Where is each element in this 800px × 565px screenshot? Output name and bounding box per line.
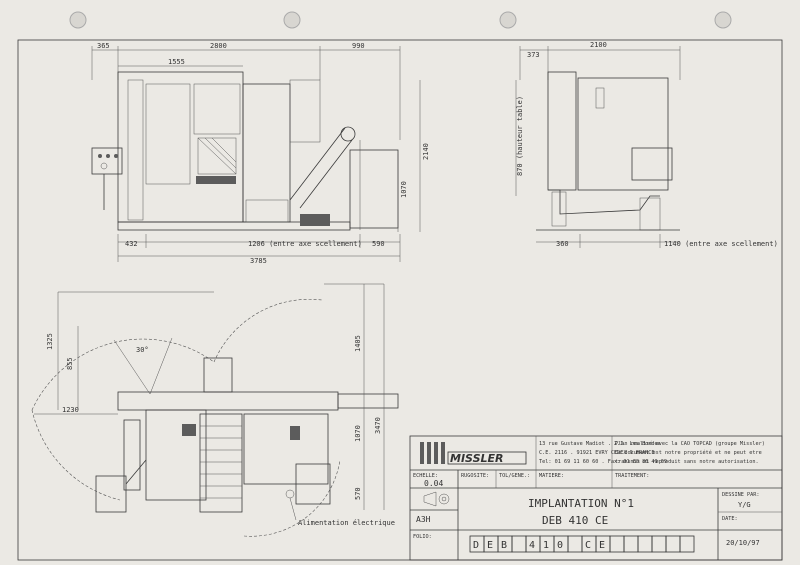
dim-front-right-2: 1070 xyxy=(400,181,408,198)
projection-symbol xyxy=(423,491,450,507)
dim-side-left-top: 373 xyxy=(527,51,540,59)
reference-char: B xyxy=(501,540,507,551)
title-block: MISSLER 13 rue Gustave Madiot . Z.I. Les… xyxy=(409,435,783,561)
dim-plan-left-1: 1325 xyxy=(46,333,54,350)
dim-front-top-2: 2800 xyxy=(210,42,227,50)
drawing-subtitle: DEB 410 CE xyxy=(542,514,608,527)
reference-char: D xyxy=(473,540,479,551)
plan-view: 1325 855 30° 1230 1405 1070 xyxy=(31,283,399,537)
dim-front-top-1: 365 xyxy=(97,42,110,50)
dim-front-top-3: 990 xyxy=(352,42,365,50)
matiere-label: MATIERE: xyxy=(539,473,564,479)
drawing-title: IMPLANTATION N°1 xyxy=(528,497,634,510)
dim-front-bottom-2: 1206 (entre axe scellement) xyxy=(248,240,362,248)
echelle-label: ECHELLE: xyxy=(413,473,438,479)
company-name: MISSLER xyxy=(450,452,504,465)
dim-plan-left-2: 855 xyxy=(66,357,74,370)
punch-holes xyxy=(69,11,732,29)
dim-plan-width: 1230 xyxy=(62,406,79,414)
dim-side-bottom-2: 1140 (entre axe scellement) xyxy=(664,240,778,248)
reference-char: 1 xyxy=(543,540,549,551)
dim-plan-right-1: 1405 xyxy=(354,335,362,352)
reference-char: E xyxy=(487,540,493,551)
dim-plan-right-3: 3470 xyxy=(374,417,382,434)
dim-front-total: 3785 xyxy=(250,257,267,265)
drawing-frame xyxy=(17,39,783,561)
notice-line-2: Ce document est notre propriété et ne pe… xyxy=(615,449,762,456)
reference-char: E xyxy=(599,540,605,551)
dim-plan-right-2: 1070 xyxy=(354,425,362,442)
address-line-3: Tel: 01 69 11 60 60 . Fax: 01 60 86 40 6… xyxy=(539,459,667,465)
dim-front-bottom-1: 432 xyxy=(125,240,138,248)
side-view: 2100 373 870 (hauteur table) 360 1140 (e… xyxy=(515,41,778,248)
folio-label: FOLIO: xyxy=(413,534,432,540)
missler-logo: MISSLER xyxy=(420,442,527,465)
date-value: 20/10/97 xyxy=(726,539,760,547)
notice-line-3: transmis ni reproduit sans notre autoris… xyxy=(615,459,759,465)
dim-side-bottom-1: 360 xyxy=(556,240,569,248)
front-view: 365 2800 990 1555 2140 1 xyxy=(91,42,430,265)
dessine-value: Y/G xyxy=(738,501,751,509)
note-alimentation: Alimentation électrique xyxy=(298,519,395,527)
dim-plan-right-4: 570 xyxy=(354,487,362,500)
address-line-1: 13 rue Gustave Madiot . Z.I. Les Bordes xyxy=(539,441,661,447)
dim-front-bottom-3: 590 xyxy=(372,240,385,248)
dessine-label: DESSINE PAR: xyxy=(722,492,759,498)
dim-front-inner: 1555 xyxy=(168,58,185,66)
format-value: A3H xyxy=(416,515,431,524)
reference-box xyxy=(679,535,695,553)
traitement-label: TRAITEMENT: xyxy=(615,473,649,479)
date-label: DATE: xyxy=(722,516,738,522)
address-line-2: C.E. 2116 . 91921 EVRY CEDEX 9 FRANCE xyxy=(539,450,655,456)
dim-plan-angle: 30° xyxy=(136,346,149,354)
reference-char: 4 xyxy=(529,540,535,551)
dim-front-right-1: 2140 xyxy=(422,143,430,160)
reference-char: C xyxy=(585,540,591,551)
rugosite-label: RUGOSITE: xyxy=(461,473,489,479)
dim-side-top: 2100 xyxy=(590,41,607,49)
tolgene-label: TOL/GENE.: xyxy=(499,473,530,479)
reference-char: 0 xyxy=(557,540,563,551)
dim-side-height: 870 (hauteur table) xyxy=(516,96,524,176)
notice-line-1: Plan realisé avec la CAO TOPCAD (groupe … xyxy=(615,440,765,447)
echelle-value: 0.04 xyxy=(424,479,443,488)
